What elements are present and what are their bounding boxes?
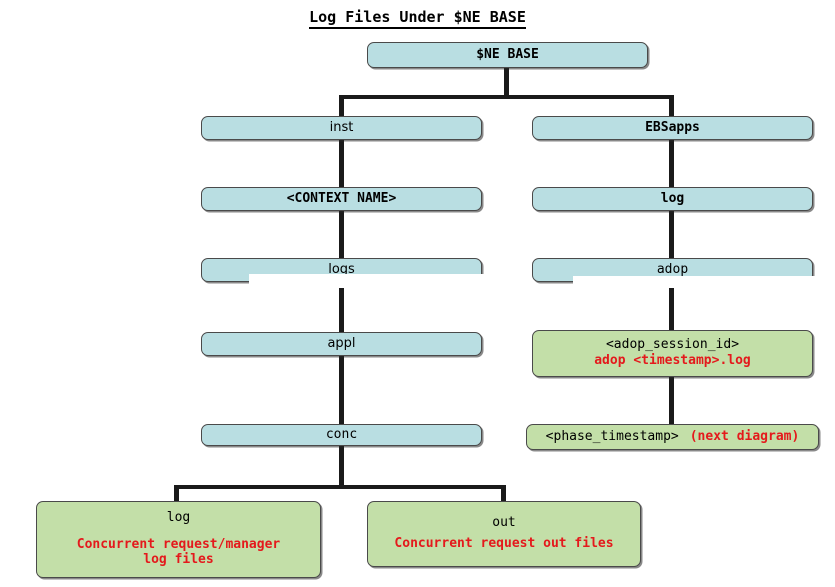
node-appl-label: appl bbox=[327, 335, 356, 351]
node-conc-out-desc: Concurrent request out files bbox=[394, 536, 614, 552]
node-phase-timestamp-label: <phase_timestamp> bbox=[545, 429, 679, 445]
diagram-title-text: Log Files Under $NE BASE bbox=[309, 8, 526, 29]
connector-bus-top bbox=[339, 95, 673, 99]
node-ne-base-label: $NE BASE bbox=[476, 46, 539, 62]
connector-inst-to-context bbox=[339, 139, 344, 187]
connector-to-ebsapps bbox=[669, 95, 674, 117]
connector-adop-to-session bbox=[669, 281, 674, 331]
diagram-title: Log Files Under $NE BASE bbox=[0, 8, 835, 29]
node-adop-label: adop bbox=[656, 261, 689, 277]
node-inst-label: inst bbox=[329, 119, 354, 135]
node-conc-label: conc bbox=[325, 426, 358, 442]
connector-conc-down bbox=[339, 446, 344, 488]
node-appl[interactable]: appl bbox=[201, 332, 482, 356]
connector-log-to-adop bbox=[669, 210, 674, 260]
node-conc-log[interactable]: log Concurrent request/manager log files bbox=[36, 501, 321, 578]
connector-to-conc-log bbox=[174, 485, 179, 502]
connector-logs-to-appl bbox=[339, 281, 344, 333]
node-inst[interactable]: inst bbox=[201, 116, 482, 140]
connector-to-conc-out bbox=[501, 485, 506, 502]
node-ebsapps-label: EBSapps bbox=[645, 119, 700, 135]
connector-ebsapps-to-log bbox=[669, 139, 674, 187]
node-conc-out[interactable]: out Concurrent request out files bbox=[367, 501, 641, 567]
node-log-ebsapps-label: log bbox=[660, 190, 685, 206]
connector-root-down bbox=[504, 68, 509, 99]
node-conc-log-desc-line1: Concurrent request/manager bbox=[76, 536, 281, 552]
node-conc-out-label: out bbox=[492, 515, 516, 531]
node-phase-timestamp[interactable]: <phase_timestamp> (next diagram) bbox=[526, 424, 819, 450]
node-context-name[interactable]: <CONTEXT NAME> bbox=[201, 187, 482, 211]
node-log-ebsapps[interactable]: log bbox=[532, 187, 813, 211]
connector-context-to-logs bbox=[339, 210, 344, 260]
node-adop-session-id: <adop_session_id> bbox=[605, 337, 740, 353]
node-conc[interactable]: conc bbox=[201, 424, 482, 446]
node-ne-base[interactable]: $NE BASE bbox=[367, 42, 648, 68]
node-adop-session[interactable]: <adop_session_id> adop <timestamp>.log bbox=[532, 330, 813, 377]
node-phase-timestamp-note: (next diagram) bbox=[689, 429, 800, 445]
capture-artifact-adop bbox=[573, 276, 823, 288]
node-conc-log-desc-line2: log files bbox=[143, 552, 214, 568]
node-ebsapps[interactable]: EBSapps bbox=[532, 116, 813, 140]
node-conc-log-label: log bbox=[166, 509, 191, 525]
connector-bus-bottom bbox=[174, 485, 506, 489]
node-adop-session-file: adop <timestamp>.log bbox=[594, 353, 751, 369]
connector-to-inst bbox=[339, 95, 344, 117]
capture-artifact-logs bbox=[249, 274, 491, 288]
node-logs-label: logs bbox=[328, 261, 355, 277]
node-context-name-label: <CONTEXT NAME> bbox=[286, 190, 397, 206]
connector-appl-to-conc bbox=[339, 355, 344, 425]
connector-session-to-phase bbox=[669, 376, 674, 424]
